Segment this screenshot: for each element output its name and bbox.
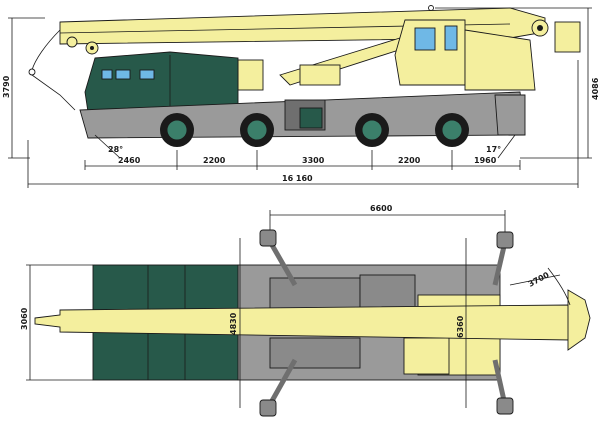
rear-outrigger-box <box>494 94 526 136</box>
hub-2 <box>246 119 268 141</box>
rear-right-outrigger-arm <box>492 359 508 406</box>
top-chassis-panel-3 <box>359 274 416 311</box>
top-counterweight <box>567 289 591 351</box>
top-chassis-panel-1 <box>269 277 361 309</box>
rear-radius-dim-line <box>509 274 561 286</box>
approach-angle-line <box>94 134 121 159</box>
rear-right-outrigger-pad[interactable] <box>496 397 514 415</box>
hook-sheave <box>66 36 78 48</box>
crane-cab-window-side <box>444 25 458 51</box>
fuel-tank <box>299 107 323 129</box>
segment-4-label: 2200 <box>398 156 421 165</box>
rear-left-outrigger-arm <box>492 241 508 286</box>
segment-1-label: 2460 <box>118 156 141 165</box>
rear-outrigger-label: 6360 <box>456 315 465 338</box>
outrigger-span-label: 6600 <box>370 204 393 213</box>
departure-angle-label: 17° <box>486 145 501 154</box>
luffing-cylinder <box>279 37 406 86</box>
engine-housing <box>237 59 264 91</box>
front-right-outrigger-pad[interactable] <box>259 399 277 417</box>
hub-4 <box>441 119 463 141</box>
approach-angle-label: 28° <box>108 145 123 154</box>
hydraulic-tank <box>299 64 341 86</box>
overall-height-label: 3790 <box>2 75 11 98</box>
segment-3-label: 3300 <box>302 156 325 165</box>
hub-1 <box>166 119 188 141</box>
front-left-outrigger-pad[interactable] <box>259 229 277 247</box>
boom-height-label: 4086 <box>591 77 600 100</box>
segment-2-label: 2200 <box>203 156 226 165</box>
hook-block <box>28 68 36 76</box>
truck-cab-window-3 <box>139 69 155 80</box>
side-view: 28° 17° 3790 4086 2460 2200 3300 2200 19… <box>2 5 600 188</box>
top-operator-cab <box>403 337 450 375</box>
rear-radius-label: 3700 <box>527 270 551 289</box>
crane-cab-window <box>414 27 436 51</box>
departure-angle-line <box>497 134 516 159</box>
wheels-side <box>160 113 469 147</box>
hub-3 <box>361 119 383 141</box>
boom-head-pin <box>90 46 94 50</box>
width-label: 3060 <box>20 307 29 330</box>
front-outrigger-label: 4830 <box>229 312 238 335</box>
boom-tip-marker <box>428 5 434 11</box>
superstructure-body <box>464 29 536 91</box>
hook-cable <box>31 29 61 71</box>
counterweight <box>554 21 581 53</box>
truck-cab-window-1 <box>101 69 113 80</box>
top-view: 6600 3060 4830 6360 <box>20 204 591 417</box>
rear-left-outrigger-pad[interactable] <box>496 231 514 249</box>
top-chassis-panel-2 <box>269 337 361 369</box>
overall-length-label: 16 160 <box>282 174 313 183</box>
hook-line <box>31 74 76 111</box>
boom-pivot-pin <box>537 25 543 31</box>
segment-5-label: 1960 <box>474 156 497 165</box>
truck-cab-window-2 <box>115 69 131 80</box>
